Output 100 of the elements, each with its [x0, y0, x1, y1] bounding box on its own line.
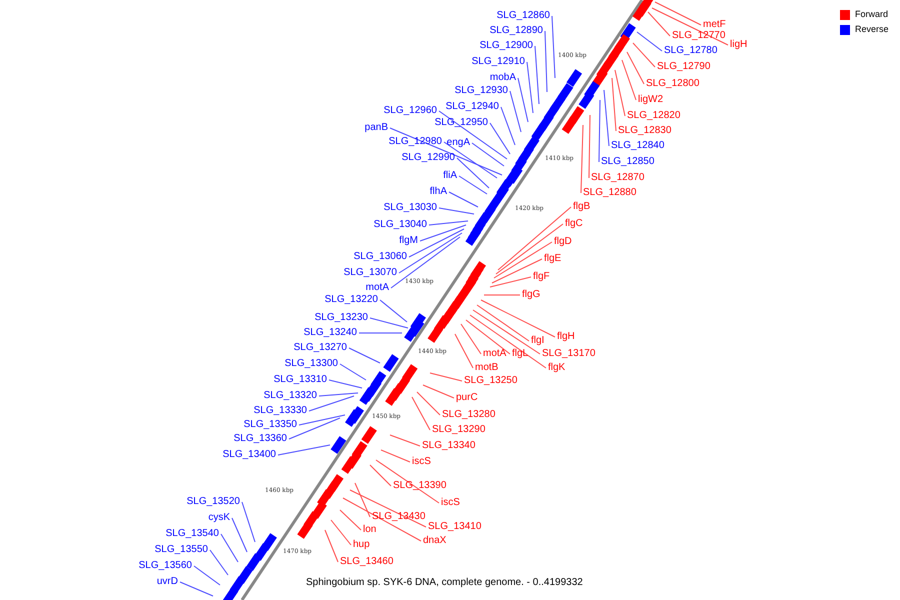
gene-label: SLG_13520 [186, 496, 240, 508]
leader-line [380, 450, 410, 462]
leader-line [490, 122, 510, 154]
gene-label: SLG_13350 [244, 419, 297, 431]
leader-line [494, 242, 552, 278]
leader-line [654, 2, 702, 26]
leader-line [626, 52, 644, 84]
gene-label: SLG_12860 [496, 10, 550, 22]
leader-line [324, 530, 338, 562]
leader-line [534, 46, 540, 104]
leader-line [648, 12, 670, 36]
leader-line [622, 60, 636, 100]
gene-label: metF [703, 19, 726, 31]
gene-label: flgK [548, 362, 566, 374]
gene-label: flgE [544, 253, 562, 265]
gene-label: SLG_12930 [454, 85, 508, 97]
leader-line [498, 206, 572, 270]
leader-line [472, 142, 504, 166]
gene-label: motB [475, 362, 498, 374]
leader-line [412, 396, 430, 430]
gene-label: SLG_13070 [344, 267, 397, 279]
gene-label: SLG_13400 [222, 449, 276, 461]
gene-label: hup [353, 539, 370, 551]
leader-line [544, 30, 548, 92]
leader-line [456, 158, 490, 188]
leader-line [180, 582, 214, 596]
gene-label: SLG_12830 [618, 125, 672, 137]
gene-label: uvrD [156, 576, 178, 588]
legend-label: Reverse [855, 23, 889, 35]
leader-line [288, 418, 340, 440]
gene-label: SLG_13410 [428, 521, 482, 533]
leader-line [476, 304, 530, 342]
gene-label: SLG_13540 [166, 528, 219, 540]
leader-line [612, 78, 616, 132]
gene-label: SLG_13040 [374, 219, 427, 231]
gene-label: SLG_12820 [627, 110, 680, 122]
gene-label: SLG_13170 [542, 348, 596, 360]
leader-line [492, 258, 542, 284]
leader-line [408, 228, 464, 258]
gene-label: iscS [441, 497, 460, 509]
gene-label: fliA [443, 170, 457, 182]
leader-line [438, 208, 474, 214]
gene-label: engA [446, 137, 470, 149]
leader-line [444, 142, 498, 178]
leader-line [454, 334, 474, 368]
gene-label: SLG_12800 [646, 78, 700, 90]
leader-line [416, 392, 440, 416]
gene-label: SLG_12790 [657, 61, 710, 73]
leader-line [518, 78, 528, 122]
leader-line [340, 364, 366, 380]
leader-line [448, 192, 478, 208]
gene-label: flgF [533, 271, 550, 283]
gene-label: lon [363, 524, 376, 536]
leader-line [370, 318, 408, 328]
gene-label: dnaX [423, 535, 446, 547]
leader-line [588, 114, 590, 178]
leader-line [194, 566, 220, 586]
gene-label: SLG_13360 [234, 433, 287, 445]
leader-line [210, 550, 228, 576]
gene-label: SLG_13320 [264, 390, 317, 402]
leader-line [580, 124, 584, 194]
leader-line [472, 310, 540, 354]
leader-line [604, 90, 610, 146]
gene-label: iscS [412, 456, 431, 468]
gene-label: motA [483, 348, 506, 360]
gene-label: SLG_13060 [354, 251, 407, 263]
leader-line [470, 314, 546, 368]
gene-label: SLG_13250 [464, 375, 518, 387]
leader-line [220, 534, 238, 562]
leader-line [422, 384, 454, 398]
leader-line [358, 332, 402, 334]
leader-line [390, 236, 460, 288]
leader-line [308, 396, 354, 412]
leader-line [526, 62, 534, 114]
gene-label: ligH [730, 39, 748, 51]
gene-label: flgD [554, 236, 572, 248]
gene-label: flgI [531, 335, 544, 347]
caption: Sphingobium sp. SYK-6 DNA, complete genome. - 0..4199332 [306, 577, 583, 589]
leader-line [390, 128, 502, 176]
gene-label: flgB [573, 201, 590, 213]
gene-label: SLG_12840 [611, 140, 664, 152]
gene-label: SLG_13330 [254, 405, 307, 417]
gene-label: SLG_12870 [591, 172, 644, 184]
gene-label: SLG_12880 [583, 187, 636, 199]
leader-line [484, 294, 520, 296]
leader-line [430, 372, 462, 382]
gene-label: SLG_12780 [664, 45, 718, 57]
gene-label: SLG_12850 [601, 156, 654, 168]
gene-label: flhA [430, 186, 447, 198]
gene-label: flgM [399, 235, 418, 247]
gene-label: flgG [522, 289, 540, 301]
gene-label: SLG_13270 [294, 342, 347, 354]
gene-label: mobA [490, 72, 516, 84]
leader-line [340, 510, 362, 530]
gene-label: SLG_13030 [384, 202, 437, 214]
leader-line [420, 224, 466, 242]
leader-line [428, 220, 468, 226]
leader-line [490, 276, 532, 288]
leader-line [632, 42, 656, 68]
leader-line [370, 464, 392, 486]
